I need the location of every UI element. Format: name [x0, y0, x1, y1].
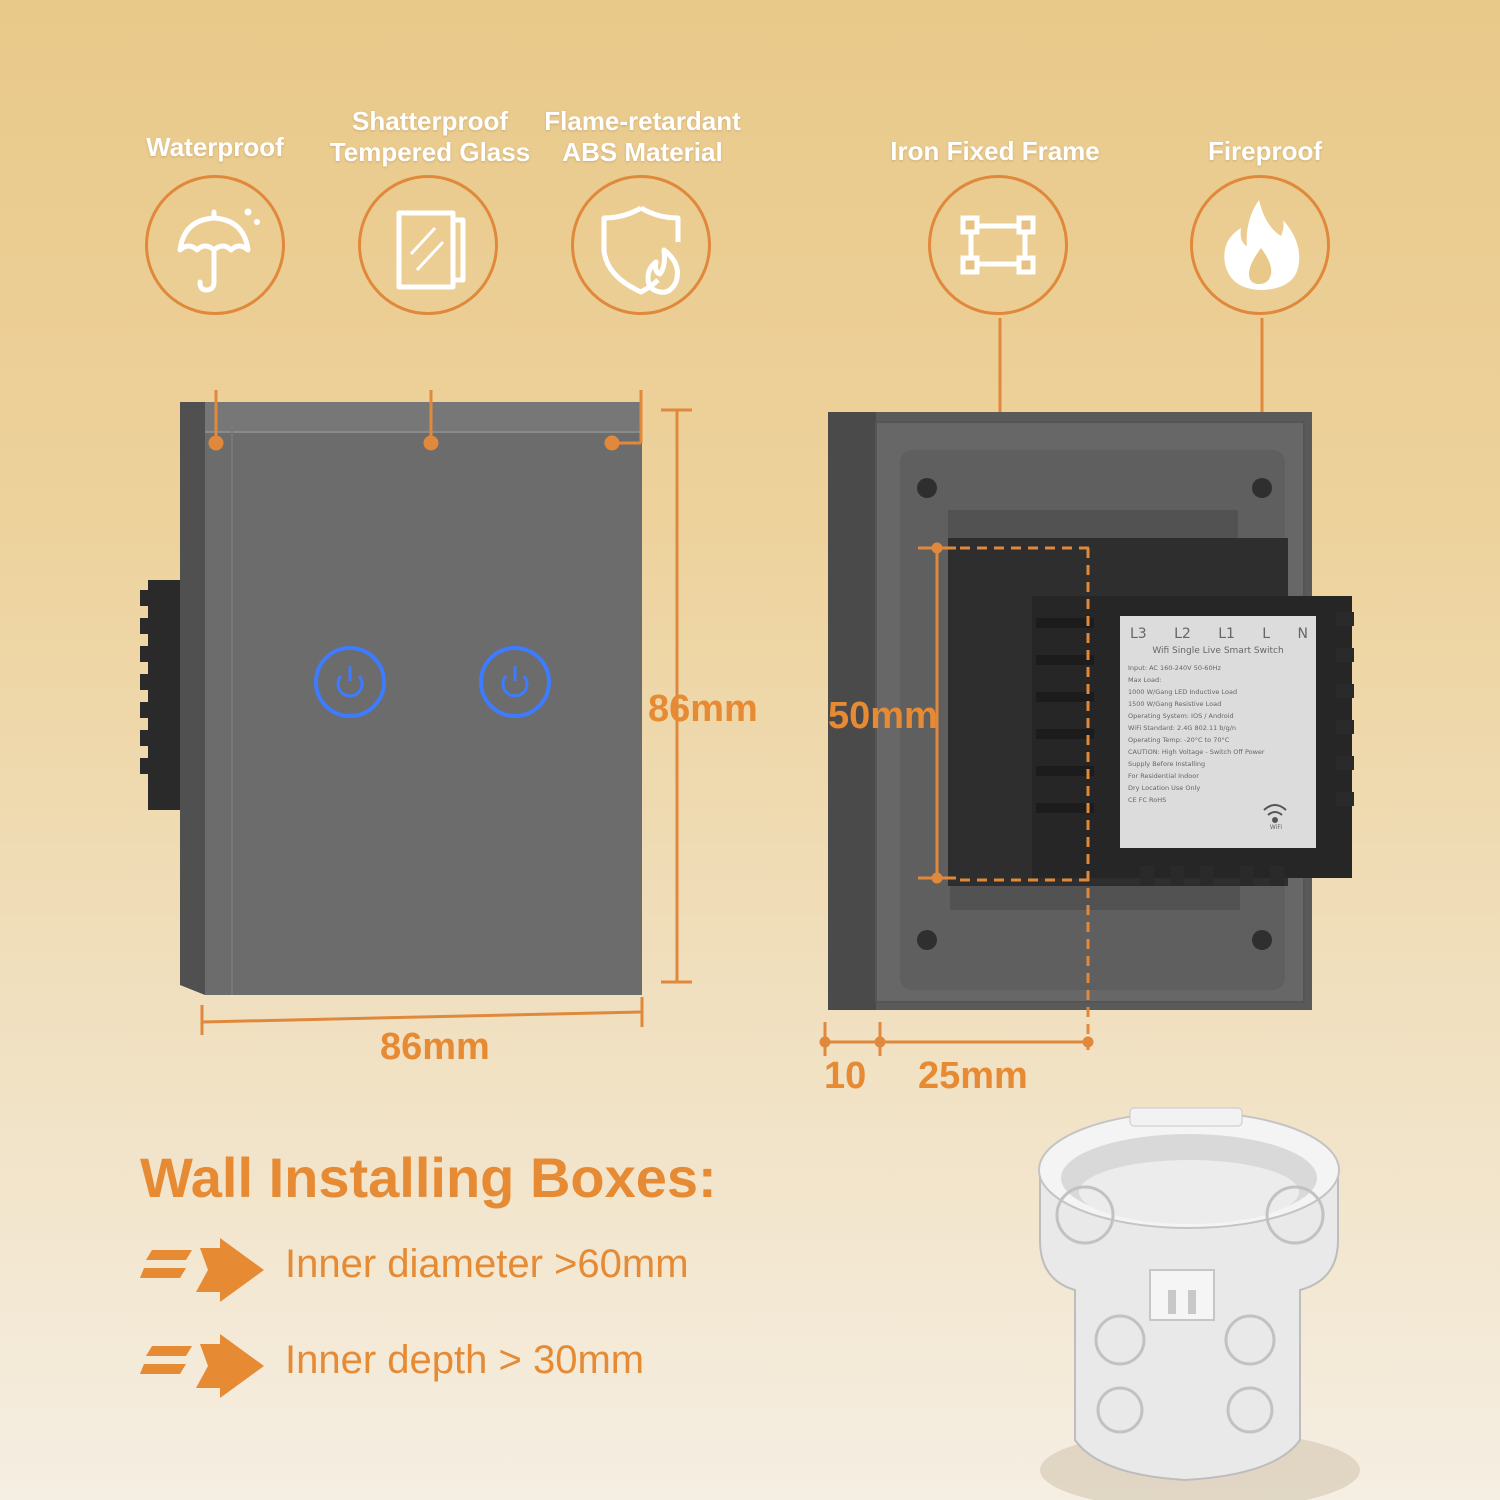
plate-depth-label: 10 [824, 1055, 867, 1097]
terminal-label: L1 [1218, 626, 1235, 642]
feature-circle-glass [358, 175, 498, 315]
front-panel-drawing [140, 390, 692, 1035]
requirement-text: Inner depth > 30mm [285, 1338, 645, 1382]
feature-label-fireproof: Fireproof [1180, 136, 1350, 167]
terminal-label: L [1262, 626, 1271, 642]
module-depth-label: 25mm [918, 1055, 1028, 1097]
arrow-icon [140, 1238, 264, 1302]
spec-line: Dry Location Use Only [1128, 784, 1201, 792]
feature-label-line: Shatterproof [352, 106, 508, 136]
feature-leader-lines-front [208, 390, 643, 451]
terminal-label: N [1297, 626, 1308, 642]
requirement-row-diameter: Inner diameter >60mm [140, 1232, 760, 1302]
terminal-row: L3 L2 L1 L N [1124, 620, 1312, 646]
spec-line: 1000 W/Gang LED Inductive Load [1128, 688, 1238, 696]
spec-line: WiFi Standard: 2.4G 802.11 b/g/n [1128, 724, 1237, 732]
spec-label-sticker [1120, 616, 1316, 848]
requirement-text: Inner diameter >60mm [285, 1242, 689, 1286]
front-width-dimension [200, 997, 644, 1035]
wifi-caption: WiFi [1269, 824, 1283, 831]
wall-boxes-title: Wall Installing Boxes: [140, 1146, 717, 1209]
spec-line: CAUTION: High Voltage - Switch Off Power [1128, 748, 1265, 756]
spec-line: For Residential Indoor [1128, 772, 1199, 780]
spec-line: CE FC RoHS [1128, 796, 1167, 804]
feature-circle-fireproof [1190, 175, 1330, 315]
feature-label-waterproof: Waterproof [115, 132, 315, 163]
shield-flame-icon [601, 205, 681, 295]
spec-line: Operating System: IOS / Android [1128, 712, 1234, 720]
feature-label-iron-frame: Iron Fixed Frame [880, 136, 1110, 167]
front-height-dimension [661, 408, 692, 984]
depth-dimension [819, 548, 1094, 1056]
feature-label-line: ABS Material [562, 137, 723, 167]
umbrella-icon [177, 208, 260, 293]
spec-label-title: Wifi Single Live Smart Switch [1152, 646, 1284, 656]
feature-label-line: Flame-retardant [544, 106, 741, 136]
module-height-dimension [918, 542, 1090, 884]
terminal-label: L2 [1174, 626, 1191, 642]
feature-label-line: Iron Fixed Frame [890, 136, 1100, 166]
front-width-label: 86mm [380, 1026, 490, 1068]
flame-icon [1224, 200, 1300, 290]
feature-label-line: Tempered Glass [329, 137, 531, 167]
back-panel-drawing [819, 318, 1354, 1056]
spec-line: Supply Before Installing [1128, 760, 1206, 768]
glass-panel-icon [396, 210, 466, 290]
feature-label-line: Fireproof [1207, 136, 1323, 166]
front-height-label: 86mm [648, 688, 758, 730]
touch-button-2 [479, 646, 551, 718]
feature-label-shatterproof: Shatterproof Tempered Glass [320, 106, 540, 168]
feature-circle-iron-frame [928, 175, 1068, 315]
touch-button-1 [314, 646, 386, 718]
spec-label: L3 L2 L1 L N Wifi Single Live Smart Swit… [1124, 620, 1312, 844]
spec-line: 1500 W/Gang Resistive Load [1128, 700, 1222, 708]
arrow-icon [140, 1334, 264, 1398]
wall-box-illustration [1038, 1107, 1360, 1500]
terminal-label: L3 [1130, 626, 1147, 642]
module-height-label: 50mm [828, 695, 938, 737]
feature-label-line: Waterproof [146, 132, 284, 162]
requirement-row-depth: Inner depth > 30mm [140, 1328, 760, 1398]
frame-icon [960, 215, 1036, 275]
spec-line: Input: AC 160-240V 50-60Hz [1128, 664, 1221, 672]
feature-circle-abs [571, 175, 711, 315]
spec-line: Operating Temp: -20°C to 70°C [1128, 736, 1230, 744]
spec-line: Max Load: [1128, 676, 1162, 684]
feature-circle-waterproof [145, 175, 285, 315]
glass-panel [205, 402, 642, 995]
wifi-icon [1263, 804, 1287, 823]
feature-label-flame-retardant: Flame-retardant ABS Material [535, 106, 750, 168]
